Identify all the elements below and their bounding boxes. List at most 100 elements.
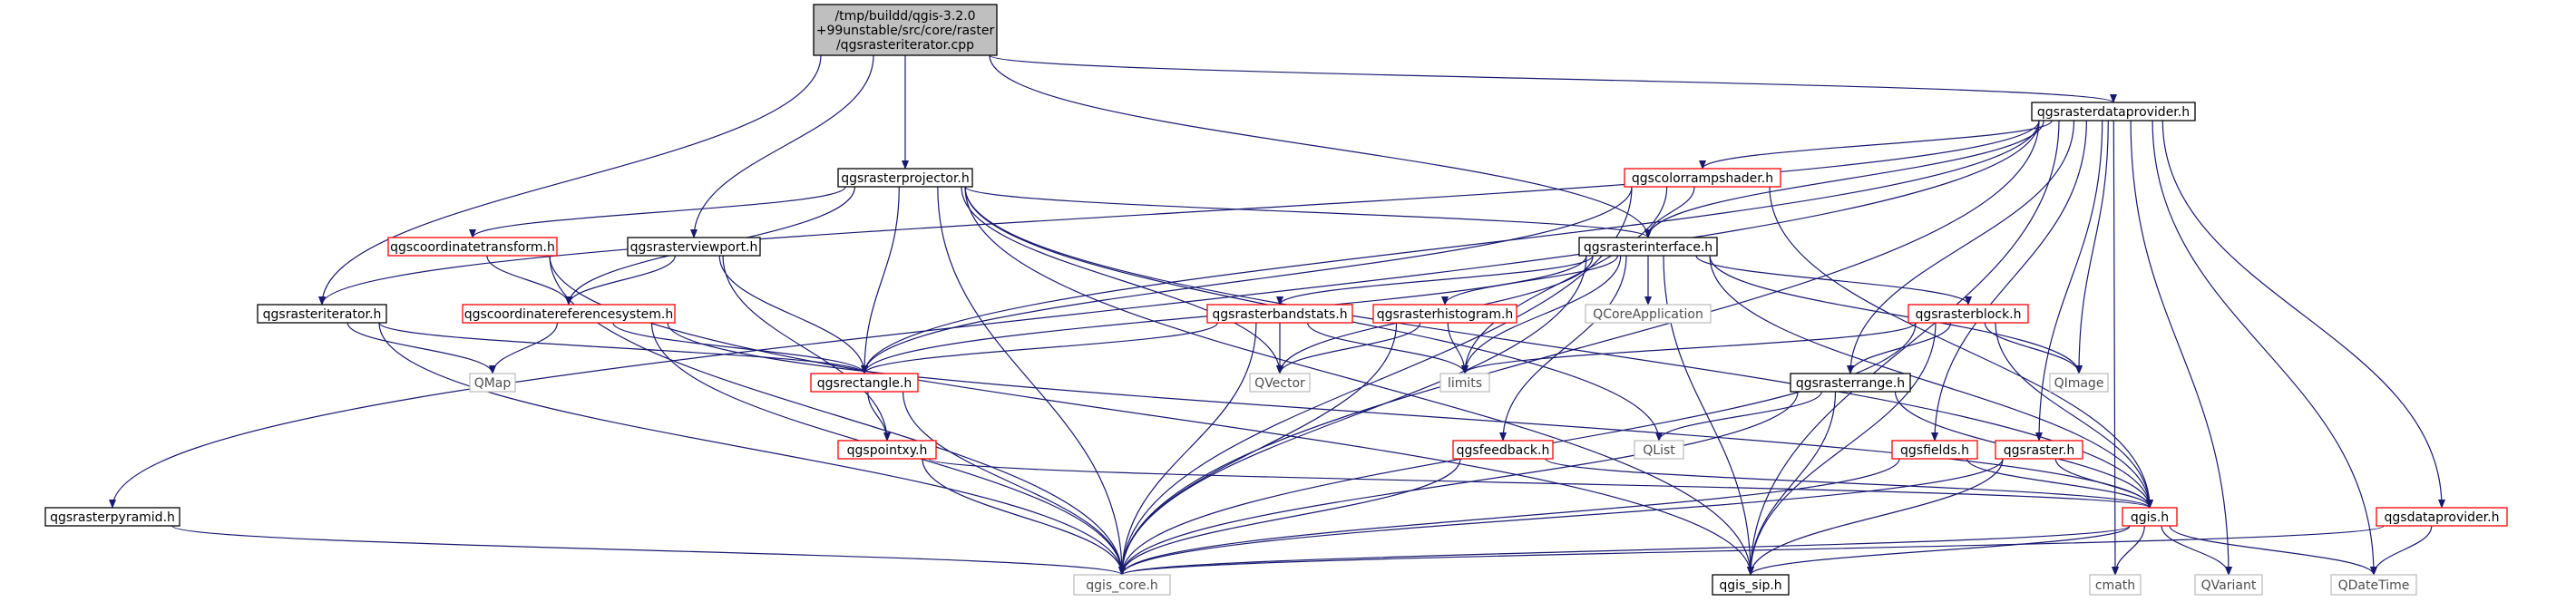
node-box — [469, 373, 516, 393]
edge-qgsrectangle_h-to-qgspointxy_h — [867, 391, 891, 442]
node-box — [1624, 168, 1781, 188]
edge-qgsrasterprojector_h-to-qgis_sip_h — [964, 186, 1754, 576]
node-box — [2330, 574, 2417, 596]
edge-qgsrasterdataprovider_h-to-cmath — [2111, 120, 2119, 576]
node-box — [2031, 102, 2196, 121]
node-label: +99unstable/src/core/raster — [816, 24, 995, 38]
node-qgsrasterinterface-h[interactable]: qgsrasterinterface.h — [1578, 237, 1718, 257]
edge-qgscoordinatetransform_h-to-qgscoordinatereferencesystem_h — [486, 255, 572, 306]
node-box — [627, 237, 761, 257]
node-qgsrasterdataprovider-h[interactable]: qgsrasterdataprovider.h — [2031, 102, 2196, 121]
node-qgsfeedback-h[interactable]: qgsfeedback.h — [1452, 440, 1554, 460]
node-QDateTime: QDateTime — [2330, 574, 2417, 596]
node-label: qgsrasterviewport.h — [630, 240, 758, 255]
edge-qgsrasterinterface_h-to-qgsrasterblock_h — [1695, 255, 1972, 306]
node-qgsrasterbandstats-h[interactable]: qgsrasterbandstats.h — [1206, 304, 1353, 324]
node-qgsfields-h[interactable]: qgsfields.h — [1891, 440, 1978, 460]
node-label: qgsrasterbandstats.h — [1212, 307, 1347, 322]
node-label: qgis_sip.h — [1719, 578, 1781, 593]
node-box — [462, 304, 676, 324]
edge-qgsrasteriterator_h-to-QMap — [346, 322, 496, 374]
edge-qgscolorrampshader_h-to-qgsrectangle_h — [861, 186, 1633, 374]
node-box — [837, 168, 973, 188]
node-label: qgsfeedback.h — [1457, 443, 1550, 458]
node-qgsrasterblock-h[interactable]: qgsrasterblock.h — [1908, 304, 2029, 324]
edge-qgsrasterprojector_h-to-qgsrectangle_h — [861, 186, 900, 374]
node-label: qgsrasterdataprovider.h — [2037, 105, 2190, 120]
node-box — [2376, 507, 2508, 527]
node-qgsrectangle-h[interactable]: qgsrectangle.h — [810, 373, 919, 393]
edge-qgsfeedback_h-to-qgis_h — [1545, 458, 2153, 509]
edge-qgsrasterdataprovider_h-to-QDateTime — [2152, 120, 2377, 576]
node-label: qgsrasterinterface.h — [1584, 240, 1712, 255]
node-qgsrasterpyramid-h[interactable]: qgsrasterpyramid.h — [44, 507, 181, 527]
node-qgscoordinatetransform-h[interactable]: qgscoordinatetransform.h — [387, 237, 558, 257]
edge-qgsrasterprojector_h-to-qgis_core_h — [937, 186, 1126, 576]
edge-root-to-qgsrasterdataprovider_h — [989, 54, 2117, 103]
edge-qgis_h-to-cmath — [2112, 525, 2145, 576]
edge-root-to-qgsrasterviewport_h — [690, 54, 874, 238]
node-box — [1790, 373, 1911, 393]
edge-qgsraster_h-to-qgis_sip_h — [1747, 458, 2004, 576]
node-box — [44, 507, 181, 527]
node-box — [2194, 574, 2263, 596]
edge-qgsrasterdataprovider_h-to-qgis_sip_h — [1747, 120, 2060, 576]
node-qgscolorrampshader-h[interactable]: qgscolorrampshader.h — [1624, 168, 1781, 188]
node-box — [1578, 237, 1718, 257]
node-label: qgsrasterhistogram.h — [1377, 307, 1514, 322]
node-box — [2089, 574, 2142, 596]
edge-qgsrasterbandstats_h-to-qgis_core_h — [1118, 322, 1257, 576]
edge-qgsrasterinterface_h-to-qgis_core_h — [1118, 255, 1587, 576]
edge-qgsrasterdataprovider_h-to-QVariant — [2130, 120, 2232, 576]
edge-qgsrasterdataprovider_h-to-qgsrasterinterface_h — [1644, 120, 2044, 238]
edge-qgsrasterdataprovider_h-to-qgsrasterpyramid_h — [109, 120, 2040, 509]
edge-qgsdataprovider_h-to-qgis_core_h — [1118, 525, 2385, 576]
edge-qgis_h-to-qgis_sip_h — [1747, 525, 2131, 576]
edge-qgscoordinatereferencesystem_h-to-QMap — [489, 322, 558, 374]
edge-qgsrasterrange_h-to-QList — [1655, 391, 1822, 442]
edge-qgsfields_h-to-qgis_core_h — [1118, 458, 1900, 576]
node-qgsrasterviewport-h[interactable]: qgsrasterviewport.h — [627, 237, 761, 257]
node-root[interactable]: /tmp/buildd/qgis-3.2.0+99unstable/src/co… — [813, 4, 998, 56]
edge-qgsrasterdataprovider_h-to-QImage — [2075, 120, 2109, 374]
node-box — [387, 237, 558, 257]
edge-qgscoordinatetransform_h-to-qgis_sip_h — [549, 255, 1754, 576]
edge-qgsraster_h-to-qgis_core_h — [1118, 458, 2004, 576]
node-QVariant: QVariant — [2194, 574, 2263, 596]
edge-qgscolorrampshader_h-to-limits — [1461, 186, 1668, 374]
node-label: qgscoordinatereferencesystem.h — [464, 307, 674, 322]
node-box — [813, 4, 998, 56]
node-qgsraster-h[interactable]: qgsraster.h — [1995, 440, 2083, 460]
edge-qgsrectangle_h-to-qgis_core_h — [903, 391, 1126, 576]
edge-qgspointxy_h-to-qgis_h — [928, 458, 2153, 509]
node-label: QList — [1643, 443, 1675, 458]
node-qgsdataprovider-h[interactable]: qgsdataprovider.h — [2376, 507, 2508, 527]
node-qgscoordinatereferencesystem-h[interactable]: qgscoordinatereferencesystem.h — [462, 304, 676, 324]
node-label: /tmp/buildd/qgis-3.2.0 — [834, 9, 975, 24]
edge-qgspointxy_h-to-qgis_core_h — [922, 458, 1126, 576]
edge-qgis_h-to-QVariant — [2161, 525, 2232, 576]
edge-qgsrasterbandstats_h-to-limits — [1307, 322, 1469, 374]
node-label: QVector — [1254, 376, 1305, 391]
node-qgis-h[interactable]: qgis.h — [2122, 507, 2178, 527]
file-nodes: /tmp/buildd/qgis-3.2.0+99unstable/src/co… — [44, 4, 2508, 596]
node-label: qgis.h — [2131, 510, 2169, 525]
edge-qgsrasterinterface_h-to-qgis_h — [1709, 255, 2153, 509]
edge-qgsrasterdataprovider_h-to-qgsrectangle_h — [861, 120, 2040, 374]
node-box — [1206, 304, 1353, 324]
node-qgsrasterhistogram-h[interactable]: qgsrasterhistogram.h — [1372, 304, 1517, 324]
node-label: qgsrasteriterator.h — [263, 307, 382, 322]
node-box — [1073, 574, 1171, 596]
node-qgsrasterprojector-h[interactable]: qgsrasterprojector.h — [837, 168, 973, 188]
edge-qgsrasterprojector_h-to-qgsrasterinterface_h — [964, 186, 1652, 238]
node-qgsrasterrange-h[interactable]: qgsrasterrange.h — [1790, 373, 1911, 393]
edge-qgsrasterblock_h-to-QImage — [1984, 322, 2083, 374]
edge-qgsrasterdataprovider_h-to-qgsraster_h — [2035, 120, 2103, 442]
edge-qgsrasterhistogram_h-to-QVector — [1276, 322, 1421, 374]
node-qgspointxy-h[interactable]: qgspointxy.h — [837, 440, 937, 460]
node-qgis-sip-h[interactable]: qgis_sip.h — [1712, 574, 1790, 596]
node-label: QDateTime — [2338, 578, 2410, 593]
edge-qgsrasterhistogram_h-to-limits — [1447, 322, 1469, 374]
node-box — [257, 304, 387, 324]
node-qgsrasteriterator-h[interactable]: qgsrasteriterator.h — [257, 304, 387, 324]
